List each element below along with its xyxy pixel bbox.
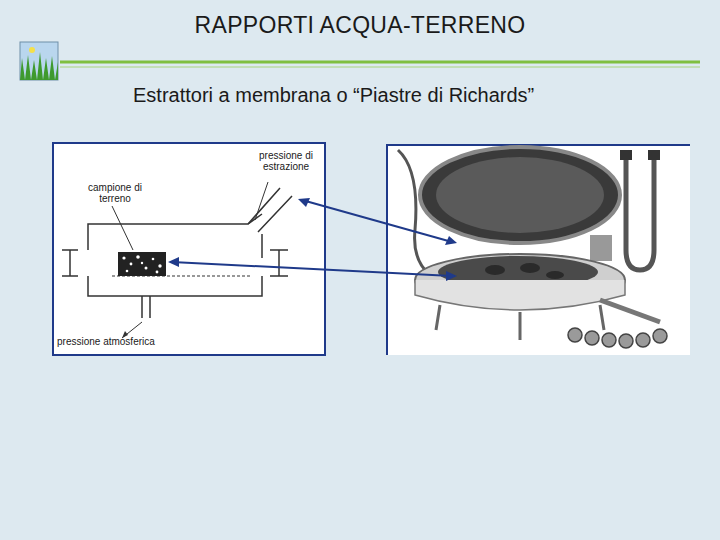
grass-icon <box>20 42 58 80</box>
pressure-plate-photo <box>387 145 690 355</box>
part-label: pressione atmosferica <box>57 336 197 347</box>
correspondence-arrows <box>168 198 457 281</box>
slide-title: RAPPORTI ACQUA-TERRENO <box>0 12 720 39</box>
part-label: campione di terreno <box>80 182 150 204</box>
slide-subtitle: Estrattori a membrana o “Piastre di Rich… <box>133 84 693 106</box>
schematic-panel <box>53 143 325 355</box>
part-label: pressione di estrazione <box>250 150 322 172</box>
